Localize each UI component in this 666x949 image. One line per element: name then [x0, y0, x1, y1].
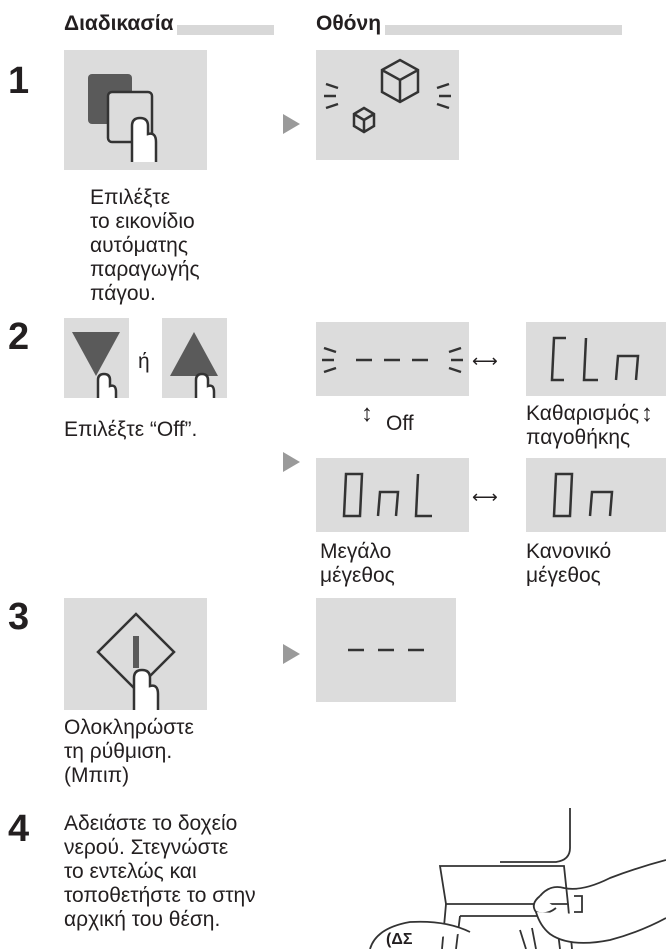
step-2-number: 2	[8, 316, 30, 358]
step-1-line-1: Επιλέξτε	[90, 186, 171, 209]
dashes-display-icon	[348, 648, 424, 652]
water-tank-drawing: (ΔΣ	[369, 808, 666, 949]
callout-text: (ΔΣ	[386, 931, 413, 948]
step-1-line-5: πάγου.	[90, 282, 156, 305]
step-4-instructions: Αδειάστε το δοχείο νερού. Στεγνώστε το ε…	[64, 812, 256, 932]
display-off	[316, 322, 469, 396]
step-3-instructions: Ολοκληρώστε τη ρύθμιση. (Μπιπ)	[64, 716, 194, 788]
step-4-line-2: νερού. Στεγνώστε	[64, 836, 229, 859]
onl-segments-icon	[342, 472, 432, 518]
step-4-line-3: το εντελώς και	[64, 860, 197, 883]
auto-ice-icon	[88, 74, 158, 162]
on-segments-icon	[552, 472, 614, 518]
normal-label-line-2: μέγεθος	[526, 564, 601, 587]
cln-segments-icon	[550, 336, 640, 382]
vertical-arrow-left: ↕	[361, 400, 373, 427]
down-button-panel	[64, 318, 129, 398]
cleaning-label-line-1: Καθαρισμός	[526, 402, 640, 425]
off-label: Off	[386, 412, 414, 435]
double-arrow-top: ⟷	[472, 351, 498, 371]
step-4-number: 4	[8, 808, 30, 850]
up-triangle-icon	[170, 332, 218, 398]
step-1-arrow	[283, 114, 300, 134]
step-3-line-1: Ολοκληρώστε	[64, 716, 194, 739]
down-triangle-icon	[72, 332, 120, 398]
step-1-line-3: αυτόματης	[90, 234, 188, 257]
large-label-line-2: μέγεθος	[320, 564, 395, 587]
step-3-number: 3	[8, 596, 30, 638]
normal-label: Κανονικό μέγεθος	[526, 540, 611, 588]
step-4-line-1: Αδειάστε το δοχείο	[64, 812, 238, 835]
step-4-line-4: τοποθετήστε το στην	[64, 884, 256, 907]
display-normal	[526, 458, 666, 532]
set-diamond-icon	[96, 612, 176, 710]
display-cleaning	[526, 322, 666, 396]
flashing-ice-cubes-icon	[324, 58, 451, 134]
step-3-line-2: τη ρύθμιση.	[64, 740, 173, 763]
large-label: Μεγάλο μέγεθος	[320, 540, 395, 588]
display-header-bar	[316, 25, 622, 35]
water-tank-illustration: (ΔΣ	[350, 808, 666, 949]
double-arrow-bottom: ⟷	[472, 487, 498, 507]
large-label-line-1: Μεγάλο	[320, 540, 392, 563]
normal-label-line-1: Κανονικό	[526, 540, 612, 563]
up-button-panel	[162, 318, 227, 398]
step-4-line-5: αρχική του θέση.	[64, 908, 221, 931]
cleaning-label-line-2: παγοθήκης	[526, 426, 631, 449]
flashing-dashes-icon	[322, 346, 463, 374]
step-1-display	[316, 50, 459, 160]
display-large	[316, 458, 469, 532]
or-text: ή	[138, 350, 150, 373]
cleaning-label: Καθαρισμός παγοθήκης	[526, 402, 639, 450]
vertical-arrow-right: ↕	[641, 400, 653, 427]
step-2-arrow	[283, 452, 300, 472]
step-3-line-3: (Μπιπ)	[64, 764, 130, 787]
step-1-number: 1	[8, 60, 30, 102]
step-1-instructions: Επιλέξτε το εικονίδιο αυτόματης παραγωγή…	[90, 186, 200, 306]
procedure-header: Διαδικασία	[64, 12, 178, 36]
step-2-instructions: Επιλέξτε “Off”.	[64, 418, 198, 441]
step-1-line-2: το εικονίδιο	[90, 210, 195, 233]
set-button-panel	[64, 598, 207, 710]
step-3-display	[316, 598, 456, 702]
display-header: Οθόνη	[316, 12, 386, 36]
step-1-line-4: παραγωγής	[90, 258, 200, 281]
ice-maker-button-panel	[64, 50, 207, 170]
step-3-arrow	[283, 644, 300, 664]
